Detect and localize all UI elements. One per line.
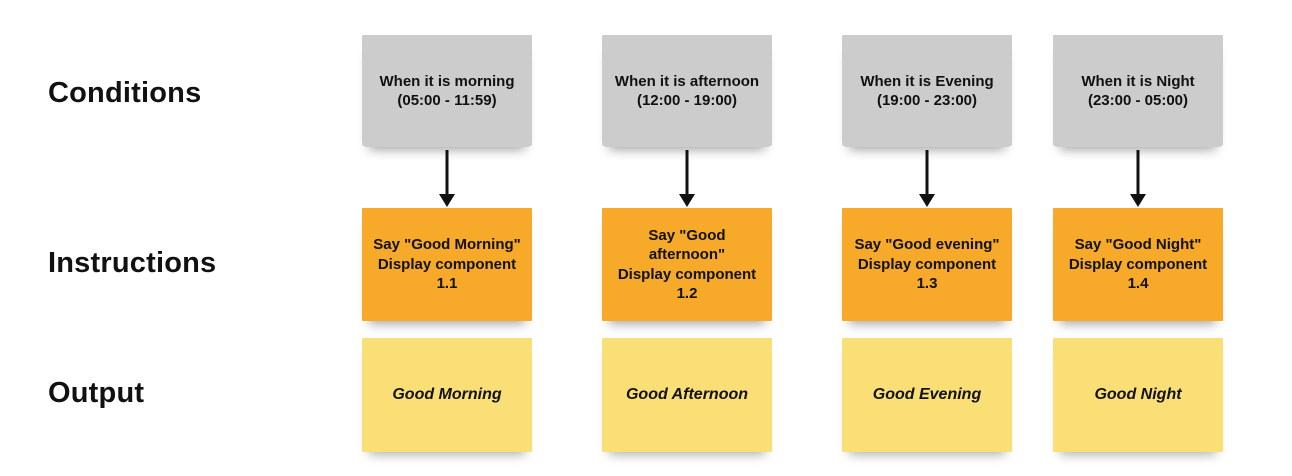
- arrow-shaft: [925, 150, 929, 195]
- arrow-down-icon: [918, 150, 936, 207]
- arrow-shaft: [685, 150, 689, 195]
- output-note: Good Night: [1053, 338, 1223, 452]
- arrow-shaft: [1136, 150, 1140, 195]
- flow-column-morning: When it is morning (05:00 - 11:59) Say "…: [362, 0, 532, 476]
- arrow-shaft: [445, 150, 449, 195]
- output-note: Good Evening: [842, 338, 1012, 452]
- instruction-note: Say "Good Night" Display component 1.4: [1053, 208, 1223, 321]
- arrow-head: [679, 194, 695, 207]
- output-note: Good Morning: [362, 338, 532, 452]
- row-label-instructions: Instructions: [48, 247, 217, 279]
- arrow-down-icon: [678, 150, 696, 207]
- arrow-down-icon: [1129, 150, 1147, 207]
- flow-column-night: When it is Night (23:00 - 05:00) Say "Go…: [1053, 0, 1223, 476]
- row-label-output: Output: [48, 377, 145, 409]
- row-label-conditions: Conditions: [48, 77, 202, 109]
- condition-note: When it is afternoon (12:00 - 19:00): [602, 35, 772, 147]
- arrow-head: [919, 194, 935, 207]
- instruction-note: Say "Good Morning" Display component 1.1: [362, 208, 532, 321]
- condition-note: When it is Night (23:00 - 05:00): [1053, 35, 1223, 147]
- condition-note: When it is Evening (19:00 - 23:00): [842, 35, 1012, 147]
- arrow-down-icon: [438, 150, 456, 207]
- condition-note: When it is morning (05:00 - 11:59): [362, 35, 532, 147]
- instruction-note: Say "Good evening" Display component 1.3: [842, 208, 1012, 321]
- output-note: Good Afternoon: [602, 338, 772, 452]
- flow-column-evening: When it is Evening (19:00 - 23:00) Say "…: [842, 0, 1012, 476]
- instruction-note: Say "Good afternoon" Display component 1…: [602, 208, 772, 321]
- flow-column-afternoon: When it is afternoon (12:00 - 19:00) Say…: [602, 0, 772, 476]
- arrow-head: [1130, 194, 1146, 207]
- arrow-head: [439, 194, 455, 207]
